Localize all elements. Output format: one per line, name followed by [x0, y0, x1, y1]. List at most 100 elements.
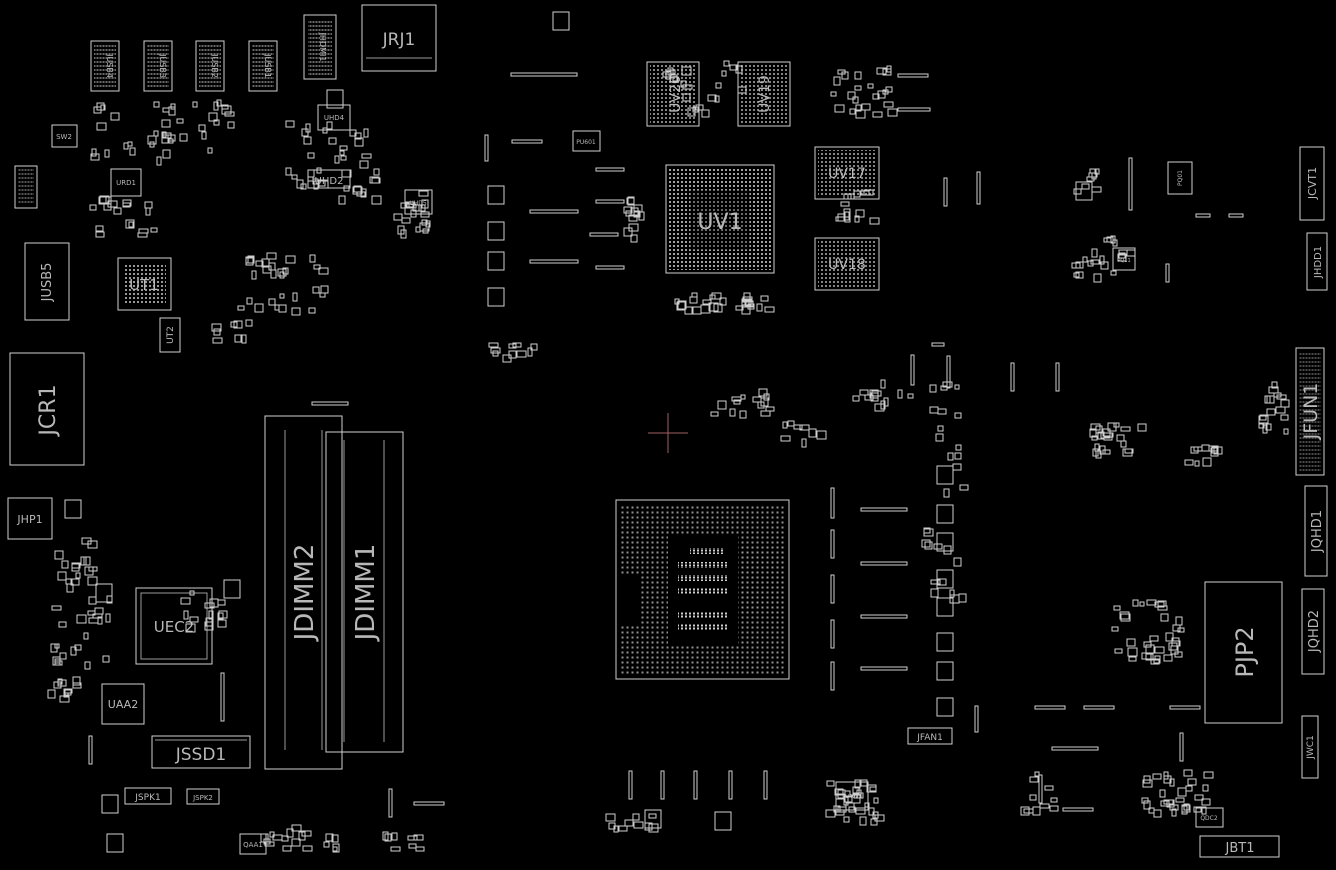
smd-part — [929, 384, 937, 393]
uhd2-label: UHD2 — [315, 176, 344, 187]
connector-jrj1[interactable]: JRJ1 — [361, 4, 437, 72]
chip-pu601[interactable]: PU601 — [572, 130, 601, 152]
smd-part — [1160, 800, 1170, 807]
connector-jqhd2[interactable]: JQHD2 — [1301, 588, 1325, 675]
smd-part — [729, 408, 736, 417]
smd-part — [728, 770, 733, 800]
smd-part — [937, 408, 947, 415]
connector-small-left[interactable] — [14, 165, 38, 209]
smd-part — [955, 444, 962, 451]
smd-part — [1185, 785, 1193, 792]
smd-part — [910, 354, 915, 386]
smd-part — [841, 71, 849, 80]
smd-part — [54, 550, 64, 560]
chip-qdc2[interactable]: QDC2 — [1195, 807, 1224, 828]
chip-uv19[interactable]: UV19 — [737, 61, 791, 127]
connector-jhdmi1[interactable]: JHDMI1 — [303, 14, 337, 80]
smd-part — [204, 621, 214, 631]
cpu-socket-bga[interactable] — [615, 499, 790, 680]
qdc2-label: QDC2 — [1200, 815, 1218, 822]
smd-part — [648, 813, 657, 819]
smd-part — [869, 217, 880, 225]
slot-jdimm1[interactable]: JDIMM1 — [325, 431, 404, 753]
smd-part — [74, 644, 82, 651]
chip-ut2[interactable]: UT2 — [159, 317, 181, 353]
connector-jusb3[interactable]: JUSB3 — [143, 40, 173, 92]
smd-part — [864, 802, 870, 808]
smd-part — [72, 676, 81, 686]
smd-part — [207, 147, 213, 154]
smd-part — [763, 770, 768, 800]
smd-part — [852, 395, 860, 402]
smd-part — [763, 393, 770, 401]
smd-part — [291, 174, 298, 180]
smd-part — [1145, 644, 1155, 654]
connector-jusb5[interactable]: JUSB5 — [24, 242, 70, 321]
smd-part — [128, 221, 134, 228]
chip-uaa2[interactable]: UAA2 — [101, 683, 145, 725]
connector-jqhd1[interactable]: JQHD1 — [1304, 485, 1328, 577]
smd-part — [99, 195, 110, 204]
connector-jusb4[interactable]: JUSB4 — [90, 40, 120, 92]
smd-part — [589, 232, 619, 237]
smd-part — [897, 107, 931, 112]
connector-jssd1[interactable]: JSSD1 — [151, 735, 251, 769]
pq01-label: PQ01 — [1177, 170, 1184, 186]
smd-part — [799, 424, 810, 431]
smd-part — [1187, 778, 1197, 786]
connector-jusb1[interactable]: JUSB1 — [248, 40, 278, 92]
smd-part — [682, 93, 691, 102]
connector-jcr1[interactable]: JCR1 — [9, 352, 85, 466]
smd-part — [660, 770, 665, 800]
smd-part — [1211, 446, 1218, 454]
connector-jwc1[interactable]: JWC1 — [1301, 715, 1319, 779]
smd-part — [419, 222, 430, 232]
chip-pq01[interactable]: PQ01 — [1167, 161, 1193, 195]
smd-part — [930, 588, 939, 598]
smd-part — [855, 807, 866, 815]
connector-jfan1[interactable]: JFAN1 — [907, 727, 953, 745]
connector-jcvt1[interactable]: JCVT1 — [1299, 146, 1325, 221]
smd-part — [529, 209, 579, 214]
smd-part — [1050, 797, 1058, 803]
smd-part — [1114, 648, 1123, 654]
connector-jbt1[interactable]: JBT1 — [1199, 835, 1280, 858]
smd-part — [208, 112, 218, 122]
smd-part — [125, 219, 135, 229]
chip-qaa1[interactable]: QAA1 — [239, 833, 267, 855]
smd-part — [307, 152, 315, 159]
chip-uv18[interactable]: UV18 — [814, 237, 880, 291]
chip-uec2[interactable]: UEC2 — [135, 587, 213, 665]
chip-urd1[interactable]: URD1 — [110, 168, 142, 197]
smd-part — [488, 342, 499, 348]
chip-uhd5[interactable]: UHD5 — [404, 189, 433, 215]
smd-part — [959, 484, 969, 491]
switch-sw2[interactable]: SW2 — [51, 124, 78, 148]
jfun1-label: JFUN1 — [1300, 383, 1322, 441]
connector-jusb2[interactable]: JUSB2 — [195, 40, 225, 92]
smd-part — [102, 655, 110, 663]
chip-uhd4[interactable]: UHD4 — [317, 104, 351, 131]
smd-part — [782, 421, 788, 429]
smd-part — [1032, 806, 1041, 816]
smd-part — [943, 177, 948, 207]
connector-jhdd1[interactable]: JHDD1 — [1306, 232, 1328, 291]
chip-uv1[interactable]: UV1 — [665, 164, 775, 274]
connector-jfun1[interactable]: JFUN1 — [1295, 347, 1325, 476]
smd-part — [95, 231, 105, 238]
smd-part — [613, 825, 619, 833]
connector-pjp2[interactable]: PJP2 — [1204, 581, 1283, 724]
smd-part — [1099, 255, 1105, 265]
connector-jspk1[interactable]: JSPK1 — [124, 787, 172, 805]
smd-part — [1020, 806, 1030, 816]
connector-jhp1[interactable]: JHP1 — [7, 497, 53, 540]
chip-ut1[interactable]: UT1 — [117, 257, 172, 311]
smd-part — [1139, 601, 1145, 607]
smd-part — [1141, 797, 1149, 804]
chip-uv17[interactable]: UV17 — [814, 146, 880, 200]
smd-part — [268, 298, 276, 306]
chip-pq11[interactable]: PQ11 — [1112, 247, 1136, 271]
connector-jspk2[interactable]: JSPK2 — [186, 788, 220, 805]
slot-jdimm2[interactable]: JDIMM2 — [264, 415, 343, 770]
smd-part — [595, 167, 625, 172]
